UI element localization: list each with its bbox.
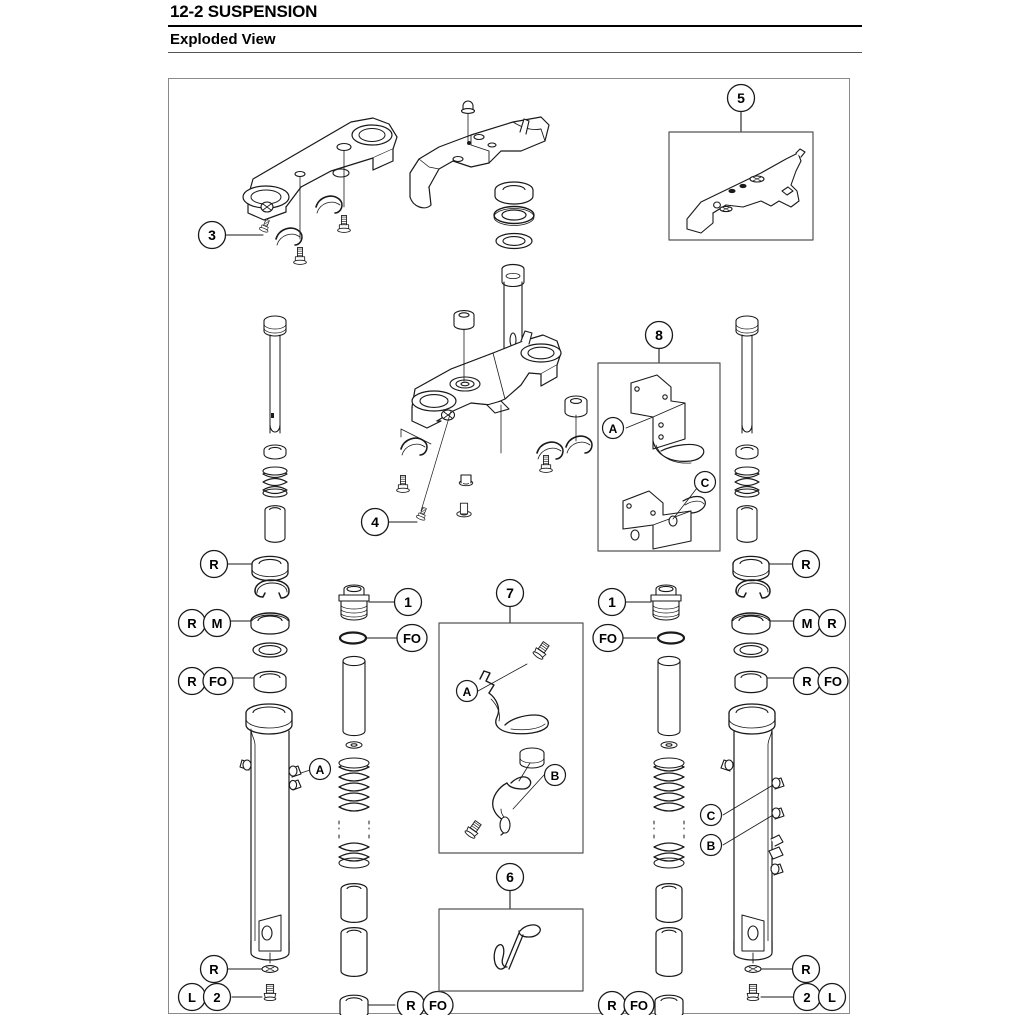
svg-text:8: 8 [655,327,663,343]
lower-bracket-bush [500,395,593,473]
svg-text:FO: FO [209,674,227,689]
right-bearing-column [731,555,771,694]
page-title: 12-2 SUSPENSION [170,2,318,21]
svg-text:M: M [802,616,813,631]
svg-text:R: R [187,616,197,631]
callout-left-RFO-seal: R FO [177,666,255,696]
svg-text:R: R [209,962,219,977]
right-bottom-callouts: R 2 L [760,954,847,1012]
right-inner-tube-column: R FO [597,655,685,1015]
right-rebound-spring [734,466,760,498]
svg-text:5: 5 [737,90,745,106]
svg-text:R: R [827,616,837,631]
exploded-view-artwork: 3 [169,79,851,1015]
handlebar-clamp [409,100,550,209]
clamp-a-in-box-7: A [455,639,552,735]
detail-box-8: 8 A [597,320,721,552]
svg-text:FO: FO [403,631,421,646]
stem-nut [453,310,475,382]
left-bearing-column [250,555,290,694]
svg-text:R: R [607,998,617,1013]
header-rule-top [168,25,862,27]
detail-box-7: 7 A [438,578,584,854]
section-title: Exploded View [170,31,276,48]
detail-box-6: 6 [438,862,584,992]
header-rule-bottom [168,52,862,53]
svg-text:C: C [707,809,716,823]
callout-left-RM-bearing: R M [177,608,252,638]
left-bottom-callouts: R L 2 [177,954,263,1012]
left-fork-outer-tube: A [239,703,332,1002]
right-fork-cap-group: 1 FO [592,584,686,653]
svg-text:B: B [551,769,560,783]
svg-text:M: M [212,616,223,631]
lower-bracket [411,330,562,429]
svg-text:A: A [316,763,325,777]
detail-box-5: 5 [668,83,814,241]
stem-bearing-stack-top [493,181,535,250]
callout-right-R-race: R [768,549,821,579]
svg-text:L: L [828,990,836,1005]
steering-stem [501,263,525,374]
svg-text:L: L [188,990,196,1005]
code-callouts-right: R M R R FO [766,549,849,696]
upper-bracket-fasteners [275,150,351,265]
callout-3: 3 [197,220,264,250]
callout-right-MR-bearing: M R [769,608,847,638]
left-inner-tube-column: R FO [338,655,454,1015]
part-5-shield [686,148,806,234]
bracket-c-in-box-8: C [622,470,717,550]
left-damper-rod-stack [262,315,288,543]
bracket-a-in-box-8: A [601,374,705,464]
left-fork-cap-bolt [338,584,370,621]
svg-text:R: R [801,962,811,977]
exploded-view-svg: 3 [177,83,849,1015]
callout-right-RFO-seal: R FO [766,666,849,696]
svg-text:FO: FO [599,631,617,646]
right-fork-cap-bolt [650,584,682,621]
svg-text:FO: FO [630,998,648,1013]
code-callouts-left: R R M R FO [177,549,255,696]
left-fork-cap-group: 1 FO [338,584,428,653]
svg-text:FO: FO [429,998,447,1013]
svg-text:A: A [463,685,472,699]
svg-text:1: 1 [404,594,412,610]
diagram-frame: 3 [168,78,851,1015]
callout-left-R-race: R [199,549,253,579]
left-fork-spring [338,757,370,869]
svg-text:6: 6 [506,869,514,885]
svg-text:2: 2 [213,990,220,1005]
svg-text:4: 4 [371,514,379,530]
svg-text:3: 3 [208,227,216,243]
svg-text:R: R [802,674,812,689]
clamp-b-in-box-7: B [463,747,567,840]
svg-text:1: 1 [608,594,616,610]
right-fork-outer-tube: C B [699,703,785,1002]
upper-bracket [242,117,398,221]
svg-text:R: R [209,557,219,572]
svg-text:C: C [701,476,710,490]
svg-text:R: R [801,557,811,572]
svg-text:FO: FO [824,674,842,689]
left-rebound-spring [262,466,288,498]
svg-text:R: R [187,674,197,689]
svg-text:A: A [609,422,618,436]
svg-text:R: R [406,998,416,1013]
right-damper-rod-stack [734,315,760,543]
lower-bracket-fasteners: 4 [360,410,474,537]
upper-bracket-screw [258,217,273,234]
part-6-rod [493,924,541,970]
right-fork-spring [653,757,685,869]
svg-text:7: 7 [506,585,514,601]
page-header: 12-2 SUSPENSION Exploded View [168,0,862,53]
svg-text:B: B [707,839,716,853]
svg-text:2: 2 [803,990,810,1005]
